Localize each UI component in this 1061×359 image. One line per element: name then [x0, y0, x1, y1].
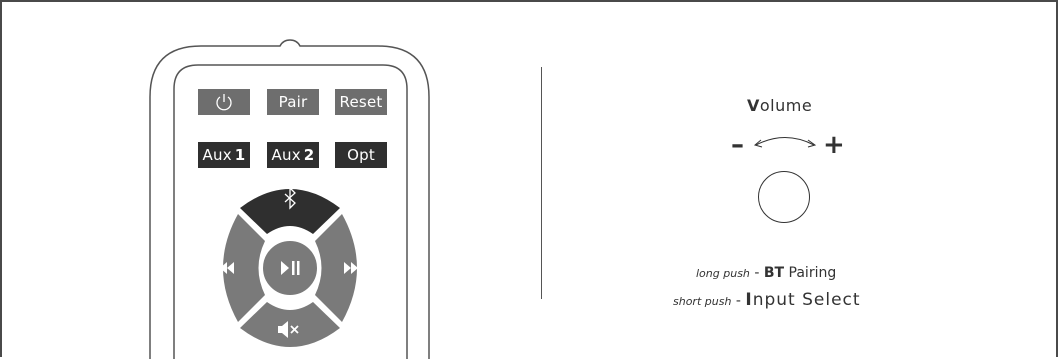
long-push-separator: -	[750, 265, 764, 281]
volume-title: Volume	[747, 96, 812, 115]
legend-short-push: short push - Input Select	[673, 290, 861, 310]
volume-plus-sign: +	[823, 130, 845, 160]
short-push-separator: -	[731, 293, 745, 309]
short-push-label: short push	[673, 295, 731, 308]
input-initial: I	[745, 290, 752, 310]
play-pause-button[interactable]	[262, 240, 318, 296]
volume-knob[interactable]	[758, 171, 810, 223]
volume-minus-sign: –	[731, 130, 744, 160]
volume-title-rest: olume	[760, 96, 812, 115]
long-push-label: long push	[696, 267, 750, 280]
mute-button[interactable]	[240, 302, 340, 347]
volume-arc-arrow	[750, 128, 820, 152]
divider-line	[541, 67, 542, 299]
pairing-label: Pairing	[784, 265, 836, 281]
volume-title-initial: V	[747, 96, 760, 115]
legend-long-push: long push - BT Pairing	[696, 265, 836, 281]
bt-label: BT	[764, 265, 784, 281]
input-select-label: nput Select	[753, 290, 861, 310]
